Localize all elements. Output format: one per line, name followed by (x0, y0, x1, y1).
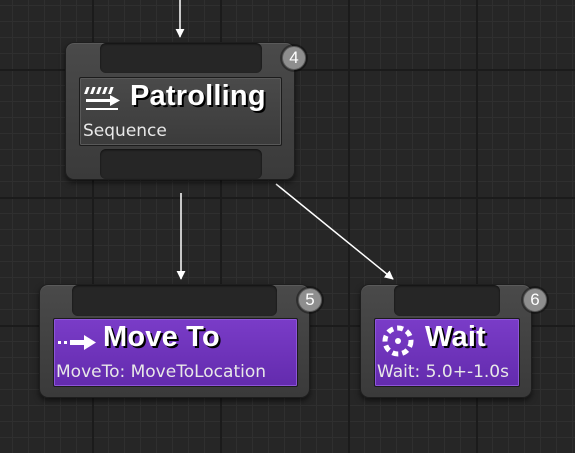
move-to-subtitle: MoveTo: MoveToLocation (56, 362, 267, 382)
wait-title: Wait (425, 321, 486, 353)
execution-order-badge: 4 (282, 46, 306, 70)
wait-node[interactable]: Wait Wait: 5.0+-1.0s 6 (360, 284, 547, 398)
patrolling-to-wait-wire (275, 183, 394, 280)
patrolling-subtitle: Sequence (83, 121, 167, 141)
sequence-icon (84, 87, 120, 110)
move-to-title: Move To (103, 321, 220, 353)
move-to-input-pin[interactable] (72, 285, 277, 316)
move-to-card[interactable]: Move To MoveTo: MoveToLocation (53, 318, 298, 387)
execution-order-badge: 6 (523, 288, 547, 312)
patrolling-input-pin[interactable] (100, 43, 262, 73)
move-to-node[interactable]: Move To MoveTo: MoveToLocation 5 (39, 284, 322, 398)
wait-clock-icon (382, 325, 414, 357)
execution-order-badge: 5 (298, 288, 322, 312)
wait-card[interactable]: Wait Wait: 5.0+-1.0s (374, 318, 520, 387)
move-to-arrow-icon (58, 335, 96, 350)
patrolling-node[interactable]: Patrolling Sequence 4 (65, 42, 306, 180)
patrolling-card[interactable]: Patrolling Sequence (79, 77, 282, 146)
wait-input-pin[interactable] (394, 285, 500, 316)
patrolling-title: Patrolling (130, 80, 266, 112)
wait-subtitle: Wait: 5.0+-1.0s (377, 362, 509, 382)
patrolling-output-pin[interactable] (100, 149, 262, 179)
